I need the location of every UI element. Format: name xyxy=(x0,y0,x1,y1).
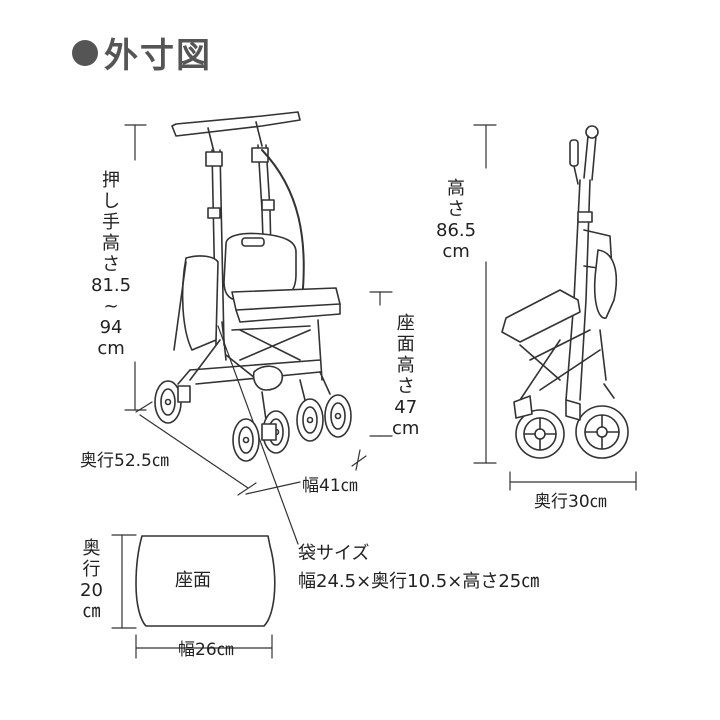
bullet-icon xyxy=(72,39,98,66)
folded-left-wheel xyxy=(515,409,565,459)
label-char: さ xyxy=(102,254,121,275)
walker-folded-view xyxy=(501,125,629,459)
dimension-lines xyxy=(111,124,637,659)
width-label: 幅41㎝ xyxy=(302,476,358,496)
front-left-wheel xyxy=(154,380,182,424)
bag-size-note: 袋サイズ 幅24.5×奥行10.5×高さ25㎝ xyxy=(298,540,539,596)
dimension-value: 47 xyxy=(394,397,418,418)
seat-top-view xyxy=(135,535,276,627)
label-char: 高 xyxy=(102,233,121,254)
front-right-wheel-2 xyxy=(324,394,352,438)
dimension-value: 81.5 xyxy=(91,275,132,296)
depth-unfolded-label: 奥行52.5㎝ xyxy=(80,451,169,471)
push-handle-height-label: 押 し 手 高 さ 81.5 ~ 94 cm xyxy=(91,170,131,359)
label-char: 面 xyxy=(396,334,415,355)
seat-height-label: 座 面 高 さ 47 cm xyxy=(392,313,419,439)
seat-width-label: 幅26㎝ xyxy=(178,640,234,660)
page-title-text: 外寸図 xyxy=(104,36,212,76)
depth-folded-label: 奥行30㎝ xyxy=(534,492,607,512)
label-char: 行 xyxy=(82,559,101,580)
label-char: 手 xyxy=(102,212,121,233)
front-right-wheel xyxy=(296,398,324,442)
label-char: さ xyxy=(447,199,466,220)
rear-left-wheel xyxy=(232,418,260,462)
page-title: 外寸図 xyxy=(72,28,212,77)
label-char: 座 xyxy=(396,313,415,334)
dimension-value: 86.5 xyxy=(436,220,477,241)
label-char: し xyxy=(102,191,121,212)
label-char: さ xyxy=(396,376,415,397)
label-char: 押 xyxy=(102,170,121,191)
label-char: 高 xyxy=(447,178,466,199)
dimension-unit: cm xyxy=(392,418,420,439)
dimension-unit: cm xyxy=(442,241,470,262)
dimension-value: 20 xyxy=(80,580,103,601)
overall-height-label: 高 さ 86.5 cm xyxy=(436,178,476,262)
label-char: 高 xyxy=(396,355,415,376)
dimension-unit: ㎝ xyxy=(82,601,101,622)
folded-right-wheel xyxy=(575,405,629,459)
label-char: 奥 xyxy=(82,538,101,559)
seat-label: 座面 xyxy=(175,570,211,591)
range-separator: ~ xyxy=(103,296,119,317)
seat-depth-label: 奥 行 20 ㎝ xyxy=(80,538,103,622)
bag-size-value: 幅24.5×奥行10.5×高さ25㎝ xyxy=(298,571,540,592)
walker-front-view xyxy=(154,111,352,462)
dimension-unit: cm xyxy=(97,338,125,359)
dimension-value: 94 xyxy=(99,317,123,338)
bag-size-title: 袋サイズ xyxy=(298,543,370,564)
